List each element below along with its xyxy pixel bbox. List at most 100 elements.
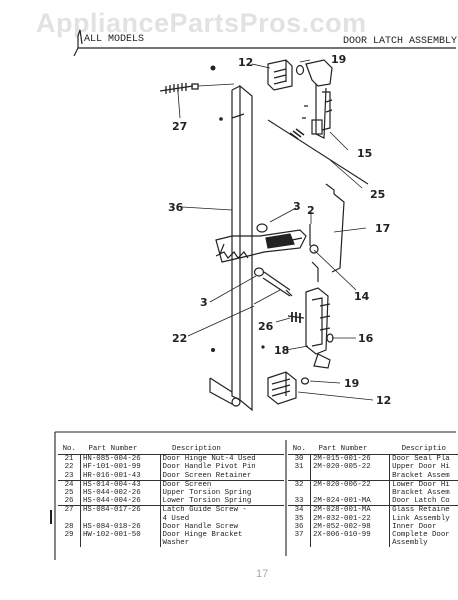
cell-part-number: HS-044-002-26: [80, 489, 161, 498]
cell-part-number: HS-084-018-26: [80, 522, 161, 532]
callout-3-upper: 3: [293, 200, 301, 213]
callout-19-upper: 19: [331, 53, 346, 66]
col-header-description: Description: [160, 445, 284, 456]
cell-part-number: 2M-020-006-22: [310, 479, 391, 490]
inner-door-panel: [209, 84, 253, 412]
cell-part-number: [310, 539, 391, 548]
cell-item-no: 36: [288, 522, 311, 532]
cell-item-no: 30: [288, 454, 311, 464]
cell-part-number: HR-016-001-43: [80, 471, 161, 481]
callout-12-lower: 12: [376, 394, 391, 407]
cell-item-no: 37: [288, 531, 311, 540]
callout-17: 17: [375, 222, 390, 235]
cell-item-no: 28: [58, 522, 81, 532]
watermark: AppliancePartsPros.com: [36, 8, 367, 38]
cell-part-number: [310, 489, 391, 498]
table-row: Assembly: [288, 539, 458, 548]
cell-description: Upper Door Hi: [392, 463, 450, 472]
cell-description: Door Screen: [160, 479, 284, 490]
cell-item-no: [288, 539, 311, 548]
cell-description: Washer: [162, 539, 190, 548]
leader-lines: [177, 59, 374, 401]
cell-item-no: 32: [288, 479, 311, 490]
cell-description: Lower Door Hi: [389, 479, 458, 490]
lower-hinge-bracket: [267, 371, 310, 405]
cell-item-no: 29: [58, 531, 81, 540]
cell-item-no: [58, 514, 81, 523]
cell-description: Inner Door: [392, 522, 437, 531]
col-header-no: No.: [58, 445, 81, 456]
cell-description: Bracket Assem: [392, 489, 450, 498]
table-row: Bracket Assem: [288, 471, 458, 481]
cell-description: Bracket Assem: [392, 471, 450, 480]
cell-item-no: 25: [58, 489, 81, 498]
cell-item-no: 21: [58, 454, 81, 464]
callout-26: 26: [258, 320, 274, 333]
cell-part-number: HS-084-017-26: [80, 505, 161, 515]
callout-14: 14: [354, 290, 370, 303]
door-handle-assembly: [215, 223, 319, 263]
latch-guide-screw: [159, 83, 235, 94]
cell-description: 4 Used: [162, 514, 190, 523]
cell-part-number: 2X-006-010-99: [310, 531, 391, 540]
cell-description: Latch Guide Screw -: [160, 505, 284, 515]
cell-description: Upper Torsion Spring: [162, 489, 252, 498]
col-header-no: No.: [288, 445, 311, 456]
callout-36: 36: [168, 201, 184, 214]
cell-part-number: 2M-024-001-MA: [310, 497, 391, 506]
cell-item-no: 27: [58, 505, 81, 515]
cell-description: Door Handle Pivot Pin: [162, 463, 256, 472]
lower-torsion-spring: [287, 312, 305, 323]
small-screws: [210, 65, 265, 352]
cell-description: Lower Torsion Spring: [162, 497, 252, 506]
cell-part-number: HF-101-001-99: [80, 463, 161, 472]
cell-part-number: [310, 471, 391, 481]
cell-item-no: 26: [58, 497, 81, 506]
col-header-part-number: Part Number: [80, 445, 161, 456]
callout-18: 18: [274, 344, 289, 357]
upper-latch-mechanism: [302, 59, 333, 139]
cell-item-no: 35: [288, 514, 311, 523]
cell-description: Door Handle Screw: [162, 522, 238, 531]
callout-16: 16: [358, 332, 374, 345]
header-models: ALL MODELS: [84, 34, 145, 45]
cell-description: Door Hinge Nut-4 Used: [162, 455, 256, 464]
lower-latch-mechanism: [305, 261, 334, 369]
cell-description: Assembly: [392, 539, 428, 548]
cell-item-no: 31: [288, 463, 311, 472]
col-header-part-number: Part Number: [310, 445, 390, 456]
cell-part-number: [80, 514, 161, 523]
upper-torsion-spring: [267, 119, 369, 185]
cell-part-number: 2M-032-001-22: [310, 514, 391, 523]
cell-item-no: 34: [288, 505, 311, 515]
cell-description: Door Seal Pla: [392, 455, 450, 464]
cell-part-number: [80, 539, 161, 548]
cell-item-no: 24: [58, 479, 81, 490]
header-section-title: DOOR LATCH ASSEMBLY: [343, 36, 458, 47]
cell-part-number: HW-102-001-50: [80, 531, 161, 540]
callout-27: 27: [172, 120, 187, 133]
cell-description: Door Hinge Bracket: [162, 531, 243, 540]
callout-19-lower: 19: [344, 377, 359, 390]
header-frame: [73, 29, 456, 57]
callout-3-lower: 3: [200, 296, 208, 309]
link-rod: [325, 183, 345, 273]
table-row: Washer: [58, 539, 284, 548]
cell-item-no: [288, 489, 311, 498]
